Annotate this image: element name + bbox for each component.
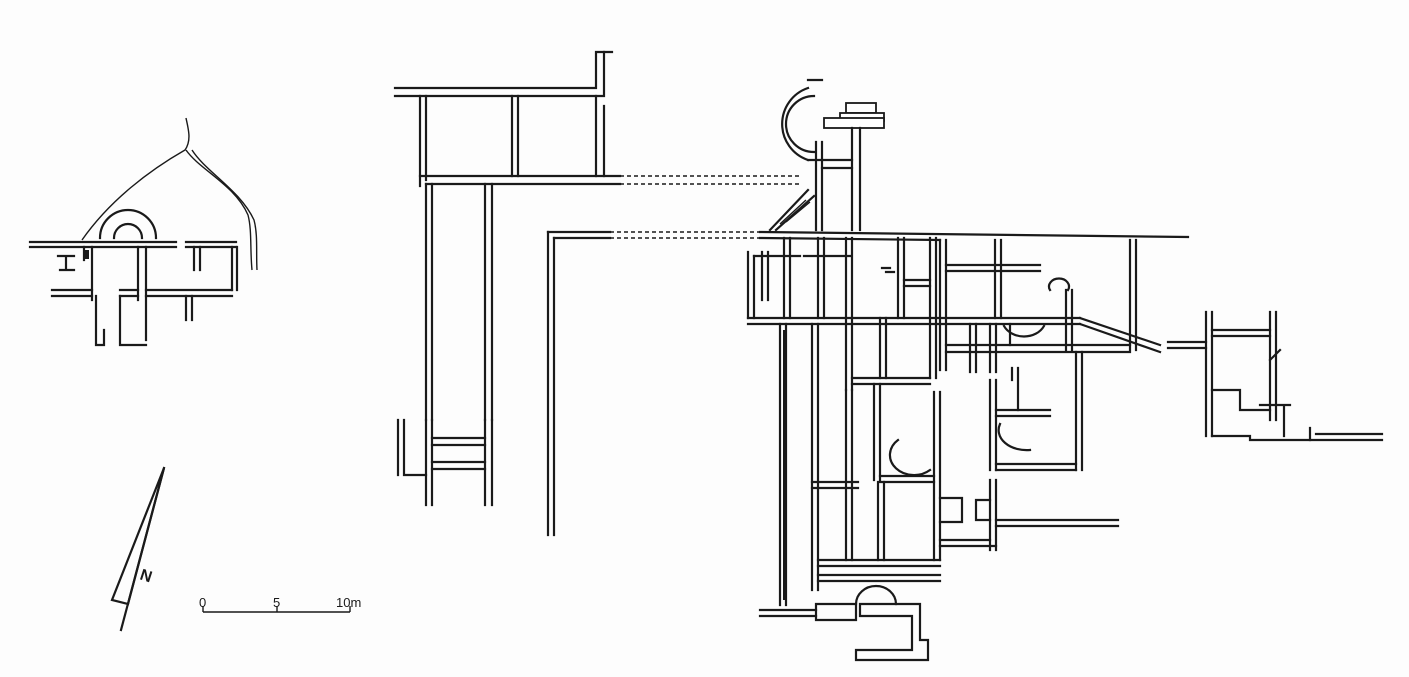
north-arrow bbox=[110, 466, 166, 632]
central-complex bbox=[393, 50, 800, 537]
scale-tick-0: 0 bbox=[199, 595, 207, 610]
east-outlying-structure bbox=[1166, 310, 1384, 442]
scale-tick-5: 5 bbox=[273, 595, 281, 610]
west-structure bbox=[28, 117, 258, 347]
scale-bar bbox=[202, 606, 351, 613]
scale-tick-10m: 10m bbox=[336, 595, 362, 610]
east-complex bbox=[746, 78, 1190, 662]
